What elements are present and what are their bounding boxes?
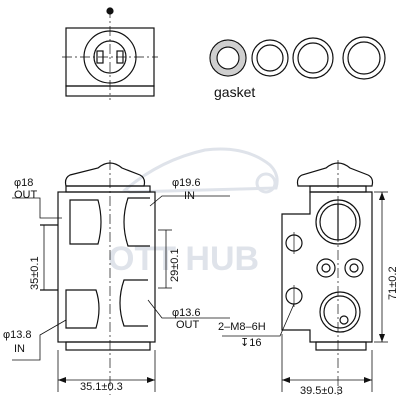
left-front-view (40, 160, 156, 395)
right-side-view (281, 160, 374, 395)
top-view (62, 7, 158, 100)
port-bottom-left-direction: IN (14, 343, 25, 355)
dim-bottom-width: 35.1±0.3 (80, 381, 123, 393)
thread-note: 2–M8–6H (218, 321, 266, 333)
dim-left-vertical: 35±0.1 (29, 256, 41, 290)
watermark-wheel-icon (255, 172, 277, 194)
port-bottom-right-direction: OUT (176, 319, 200, 331)
gasket-3 (292, 37, 334, 79)
dim-right-vertical: 29±0.1 (169, 248, 181, 282)
thread-depth: ↧16 (240, 337, 261, 349)
port-top-left-direction: OUT (14, 189, 38, 201)
gasket-label: gasket (214, 84, 255, 100)
dim-width: 39.5±0.3 (300, 385, 343, 397)
gasket-set (209, 36, 386, 80)
dim-height: 71±0.2 (387, 266, 399, 300)
left-view-annotations (12, 195, 230, 392)
left-view-arrowheads (58, 377, 155, 383)
gasket-4 (342, 36, 386, 80)
port-bottom-right-diameter: φ13.6 (172, 307, 201, 319)
gasket-1 (209, 39, 247, 77)
port-bottom-left-diameter: φ13.8 (3, 329, 32, 341)
right-view-annotations (222, 191, 388, 392)
port-top-left-diameter: φ18 (14, 177, 33, 189)
port-top-right-diameter: φ19.6 (172, 177, 201, 189)
port-top-right-direction: IN (184, 190, 195, 202)
gasket-2 (251, 39, 289, 77)
watermark: OTT HUB (108, 147, 279, 278)
right-view-arrowheads (282, 192, 385, 383)
watermark-car-icon (122, 147, 279, 194)
